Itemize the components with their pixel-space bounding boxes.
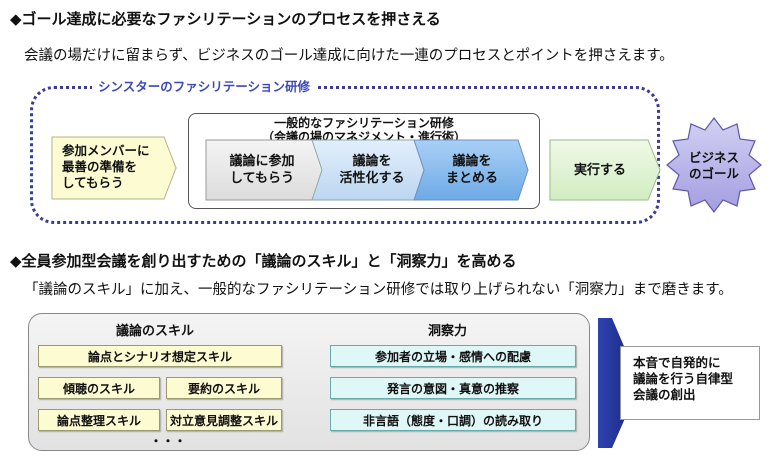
step-summarize-line1: 議論を: [452, 154, 492, 169]
step-participate-line1: 議論に参加: [229, 154, 295, 169]
section1-description: 会議の場だけに留まらず、ビジネスのゴール達成に向けた一連のプロセスとポイントを押…: [24, 48, 674, 64]
skill-box: 傾聴のスキル: [38, 377, 160, 399]
result-line1: 本音で自発的に: [633, 355, 721, 370]
skill-box: 要約のスキル: [166, 377, 282, 399]
result-arrow-shape: [598, 318, 640, 448]
business-goal-line2: のゴール: [688, 166, 739, 181]
section2-heading: ◆全員参加型会議を創り出すための「議論のスキル」と「洞察力」を高める: [10, 252, 517, 270]
goal-star-shape: [666, 117, 762, 213]
program-label: シンスターのファシリテーション研修: [92, 76, 317, 95]
skill-box: 論点整理スキル: [38, 409, 160, 431]
skill-box: 論点とシナリオ想定スキル: [38, 345, 282, 367]
insight-box: 発言の意図・真意の推察: [330, 377, 576, 399]
result-box: 本音で自発的に 議論を行う自律型 会議の創出: [620, 346, 760, 420]
step-execute: 実行する: [552, 140, 648, 200]
step-execute-line1: 実行する: [573, 162, 626, 178]
step-activate-line2: 活性化する: [339, 171, 405, 186]
insight-box: 参加者の立場・感情への配慮: [330, 345, 576, 367]
section1-heading: ◆ゴール達成に必要なファシリテーションのプロセスを押さえる: [10, 10, 441, 28]
step-summarize-shape: [413, 139, 529, 201]
step-prepare-line1: 参加メンバーに: [62, 143, 150, 158]
result-line2: 議論を行う自律型: [633, 371, 734, 386]
discussion-skills-title: 議論のスキル: [116, 324, 195, 339]
result-line3: 会議の創出: [633, 387, 696, 402]
step-prepare: 参加メンバーに 最善の準備を してもらう: [62, 143, 166, 191]
section2-description: 「議論のスキル」に加え、一般的なファシリテーション研修では取り上げられない「洞察…: [24, 282, 733, 298]
skill-box: 対立意見調整スキル: [166, 409, 282, 431]
step-participate-line2: してもらう: [230, 171, 294, 186]
program-frame: [30, 86, 660, 224]
step-prepare-line3: してもらう: [62, 175, 124, 190]
step-summarize: 議論を まとめる: [426, 140, 518, 200]
skills-ellipsis: ・・・: [150, 434, 187, 448]
business-goal-line1: ビジネス: [688, 150, 739, 165]
step-prepare-line2: 最善の準備を: [62, 159, 138, 174]
step-execute-shape: [549, 139, 661, 201]
step-activate-line1: 議論を: [352, 154, 392, 169]
step-prepare-shape: [51, 136, 177, 200]
step-activate: 議論を 活性化する: [326, 140, 418, 200]
step-participate: 議論に参加 してもらう: [212, 140, 312, 200]
business-goal: ビジネス のゴール: [684, 146, 744, 186]
general-training-title-line1: 一般的なファシリテーション研修: [274, 116, 454, 130]
insight-title: 洞察力: [428, 324, 468, 339]
step-summarize-line2: まとめる: [445, 171, 498, 186]
insight-box: 非言語（態度・口調）の読み取り: [330, 409, 576, 431]
